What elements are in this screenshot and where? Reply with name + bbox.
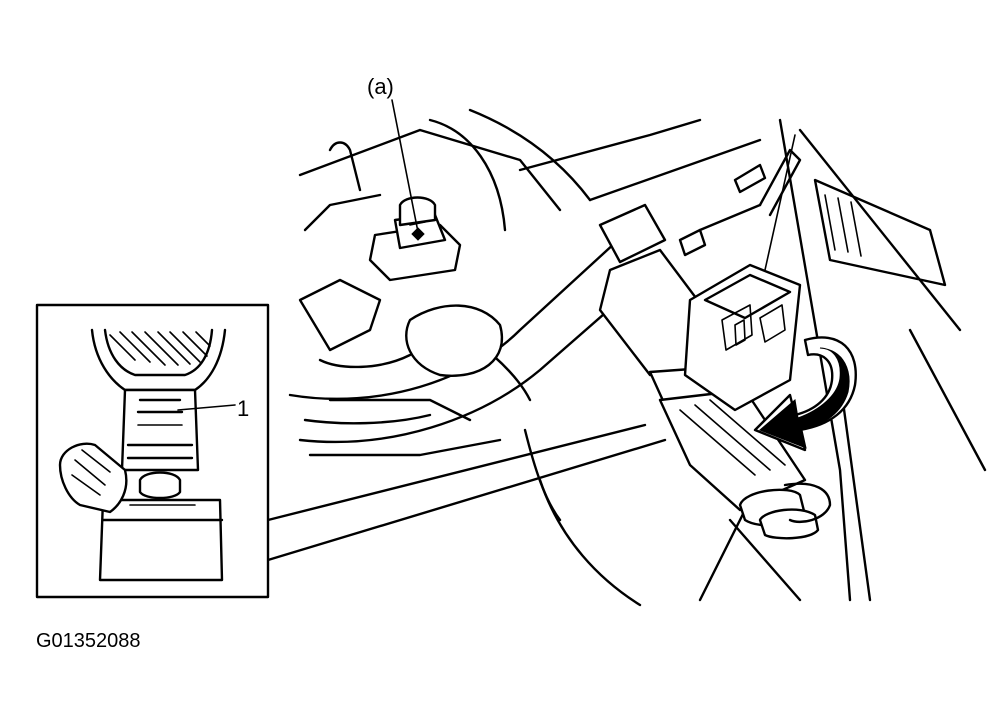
magnifier-lines <box>266 423 667 562</box>
leader-line-a <box>391 99 419 233</box>
detail-inset <box>35 303 270 599</box>
callout-label-1: 1 <box>237 396 250 421</box>
fuel-pipe <box>288 203 667 444</box>
callout-label-a: (a) <box>367 74 394 99</box>
leader-line-connector <box>764 134 796 271</box>
engine-background <box>298 108 987 607</box>
bolt-a <box>368 196 462 282</box>
injector-connector <box>683 263 802 412</box>
rotation-arrow <box>753 336 857 452</box>
figure-id: G01352088 <box>36 630 141 652</box>
